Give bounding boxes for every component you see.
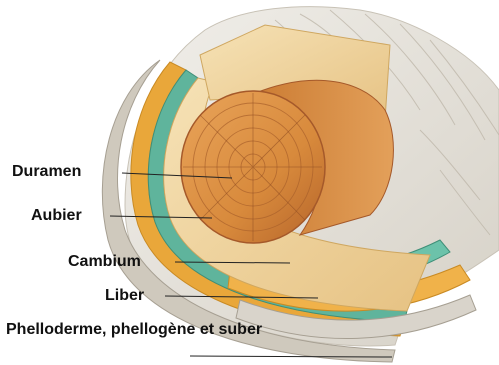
label-duramen: Duramen bbox=[12, 163, 81, 181]
label-cambium: Cambium bbox=[68, 253, 141, 271]
label-bark-layers: Phelloderme, phellogène et suber bbox=[6, 321, 316, 339]
label-aubier: Aubier bbox=[31, 207, 82, 225]
label-liber: Liber bbox=[105, 287, 144, 305]
